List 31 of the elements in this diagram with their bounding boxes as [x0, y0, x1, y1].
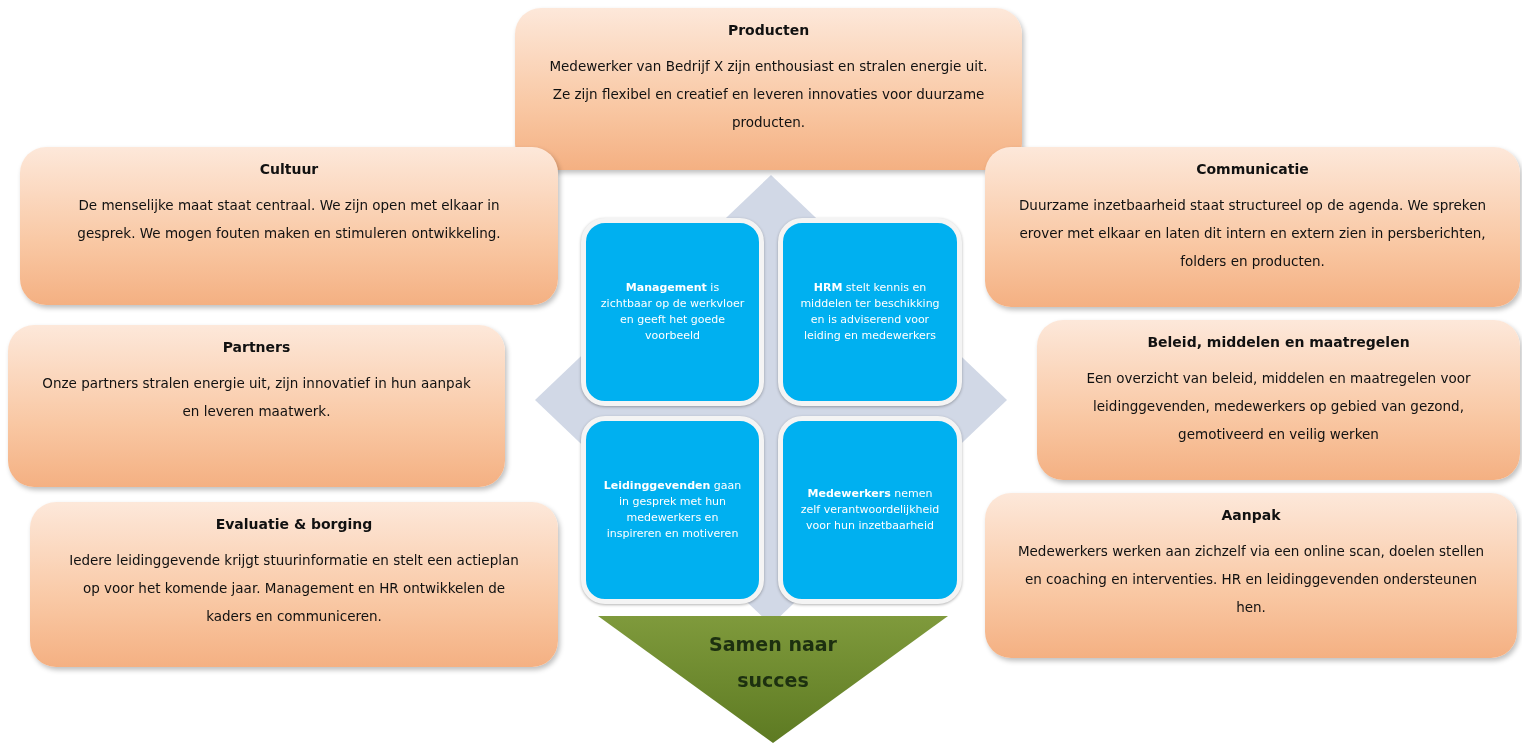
role-box	[778, 218, 962, 406]
card-text: Iedere leidinggevende krijgt stuurinformatie en stelt een actieplan op voor het komende jaar. Management en HR ontwikkelen de kaders en communiceren.	[68, 551, 520, 626]
card-heading: Producten	[727, 22, 810, 38]
card-text: Medewerkers werken aan zichzelf via een online scan, doelen stellen en coaching en interventies. HR en leidinggevenden ondersteunen hen.	[1016, 542, 1486, 617]
card-heading: Evaluatie & borging	[215, 516, 373, 532]
card-heading: Aanpak	[1221, 507, 1281, 523]
role-text: Management is zichtbaar op de werkvloer en geeft het goede voorbeeld	[600, 280, 745, 344]
role-box	[778, 416, 962, 604]
card-heading: Beleid, middelen en maatregelen	[1147, 334, 1410, 350]
role-box	[581, 218, 764, 406]
role-text: Leidinggevenden gaan in gesprek met hun medewerkers en inspireren en motiveren	[602, 478, 743, 542]
text-card	[1037, 320, 1520, 480]
card-text: Een overzicht van beleid, middelen en maatregelen voor leidinggevenden, medewerkers op gebied van gezond, gemotiveerd en veilig werken	[1085, 369, 1472, 444]
role-box	[581, 416, 764, 604]
card-text: Medewerker van Bedrijf X zijn enthousiast en stralen energie uit. Ze zijn flexibel en creatief en leveren innovaties voor duurzame producten.	[548, 57, 989, 132]
text-card	[20, 147, 558, 305]
triangle-shape	[598, 616, 948, 743]
card-heading: Cultuur	[259, 161, 319, 177]
card-text: Onze partners stralen energie uit, zijn innovatief in hun aanpak en leveren maatwerk.	[41, 374, 472, 421]
card-text: De menselijke maat staat centraal. We zijn open met elkaar in gesprek. We mogen fouten maken en stimuleren ontwikkeling.	[76, 196, 502, 243]
text-card	[30, 502, 558, 667]
role-text: HRM stelt kennis en middelen ter beschikking en is adviserend voor leiding en medewerkers	[799, 280, 941, 344]
text-card	[985, 493, 1517, 658]
triangle-label: Samen naar succes	[708, 632, 838, 693]
card-text: Duurzame inzetbaarheid staat structureel op de agenda. We spreken erover met elkaar en laten dit intern en extern zien in persberichten, folders en producten.	[1017, 196, 1488, 271]
text-card	[985, 147, 1520, 307]
role-text: Medewerkers nemen zelf verantwoordelijkheid voor hun inzetbaarheid	[799, 486, 941, 534]
text-card	[8, 325, 505, 487]
card-heading: Partners	[222, 339, 291, 355]
card-heading: Communicatie	[1196, 161, 1309, 177]
text-card	[515, 8, 1022, 170]
